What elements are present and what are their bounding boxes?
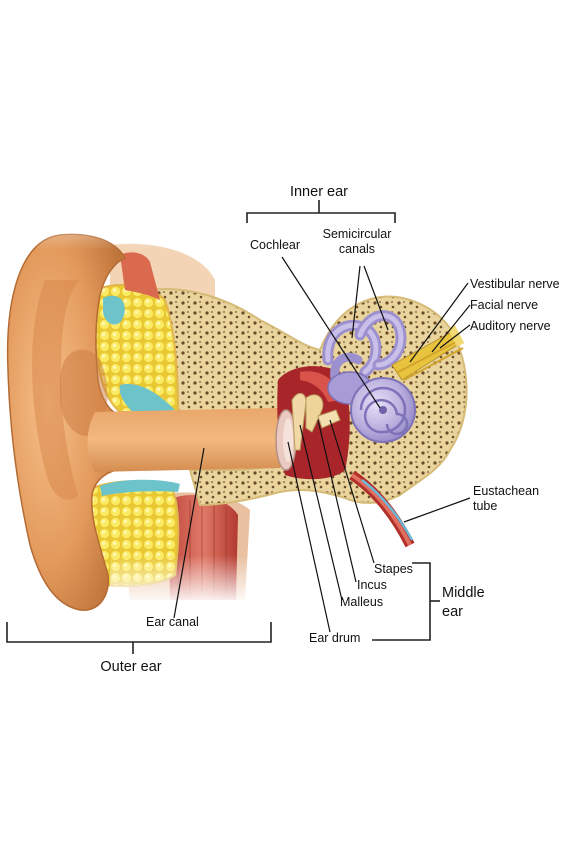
label-ear-canal: Ear canal — [146, 615, 199, 629]
pinna-fold — [32, 280, 80, 500]
label-inner-ear: Inner ear — [290, 184, 348, 200]
outer-ear-bracket — [6, 622, 272, 643]
labels: Inner ear Cochlear Semicircular canals V… — [100, 184, 559, 675]
semicircular-canals-shape — [322, 310, 407, 383]
label-ear-drum: Ear drum — [309, 631, 360, 645]
label-middle: Middle — [442, 585, 485, 601]
eustachian-tube-shape — [349, 470, 415, 548]
label-outer-ear: Outer ear — [100, 659, 161, 675]
label-cochlear: Cochlear — [250, 238, 300, 252]
upper-muscle — [120, 252, 160, 300]
label-auditory-nerve: Auditory nerve — [470, 319, 551, 333]
label-incus: Incus — [357, 578, 387, 592]
label-malleus: Malleus — [340, 595, 383, 609]
label-tube: tube — [473, 499, 497, 513]
label-semicircular: Semicircular — [323, 227, 392, 241]
cochlea-shape — [350, 377, 416, 443]
inner-ear-bracket — [246, 212, 396, 223]
malleus-bone — [291, 393, 307, 451]
stapes-bone — [317, 409, 341, 429]
incus-bone — [305, 394, 324, 433]
upper-cartilage-1 — [103, 295, 125, 325]
brackets — [6, 200, 440, 654]
leader-lines — [173, 256, 471, 633]
label-stapes: Stapes — [374, 562, 413, 576]
label-facial-nerve: Facial nerve — [470, 298, 538, 312]
illustration — [0, 190, 570, 611]
label-vestibular-nerve: Vestibular nerve — [470, 277, 560, 291]
lower-cartilage — [100, 479, 180, 496]
label-ear: ear — [442, 604, 463, 620]
ear-canal-shape — [87, 408, 284, 472]
label-canals: canals — [339, 242, 375, 256]
label-eustachean: Eustachean — [473, 484, 539, 498]
upper-cartilage-2 — [119, 384, 175, 414]
